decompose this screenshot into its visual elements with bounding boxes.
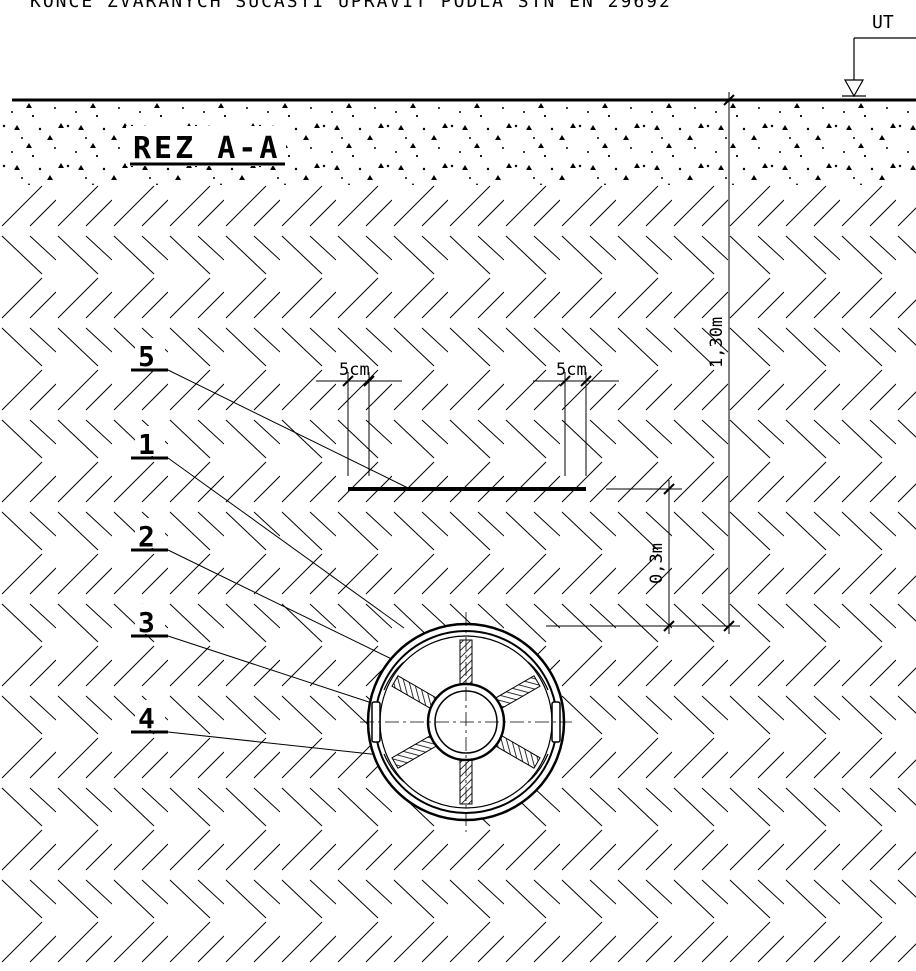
offset-label-right: 5cm (556, 360, 587, 380)
plate-depth-dimension (546, 480, 740, 634)
callout-3: 3 (131, 604, 168, 639)
offset-label-left: 5cm (339, 360, 370, 380)
callout-1-label: 1 (138, 428, 155, 461)
callout-5: 5 (131, 338, 168, 373)
header-note: KONCE ZVÁRANÝCH SÚČASTÍ UPRAVIŤ PODĽA ST… (30, 0, 672, 12)
ground-level-marker: UT (842, 12, 916, 98)
callout-3-label: 3 (138, 606, 155, 639)
title-mask (126, 126, 286, 166)
soil-hatch (0, 185, 916, 971)
ground-marker-label: UT (872, 12, 894, 33)
plate-depth-label: 0,3m (647, 543, 667, 584)
callout-2-label: 2 (138, 520, 155, 553)
total-depth-label: 1,30m (707, 317, 727, 368)
callout-1: 1 (131, 426, 168, 461)
callout-2: 2 (131, 518, 168, 553)
offset-dimension-left (316, 372, 402, 476)
pipe-cross-section (360, 612, 572, 832)
total-depth-dimension (723, 92, 735, 634)
callout-5-label: 5 (138, 340, 155, 373)
offset-dimension-right (533, 372, 619, 476)
spacer-ribs (391, 639, 541, 805)
callout-4-label: 4 (138, 702, 155, 735)
callout-4: 4 (131, 700, 168, 735)
section-title: REZ A-A (133, 131, 280, 166)
